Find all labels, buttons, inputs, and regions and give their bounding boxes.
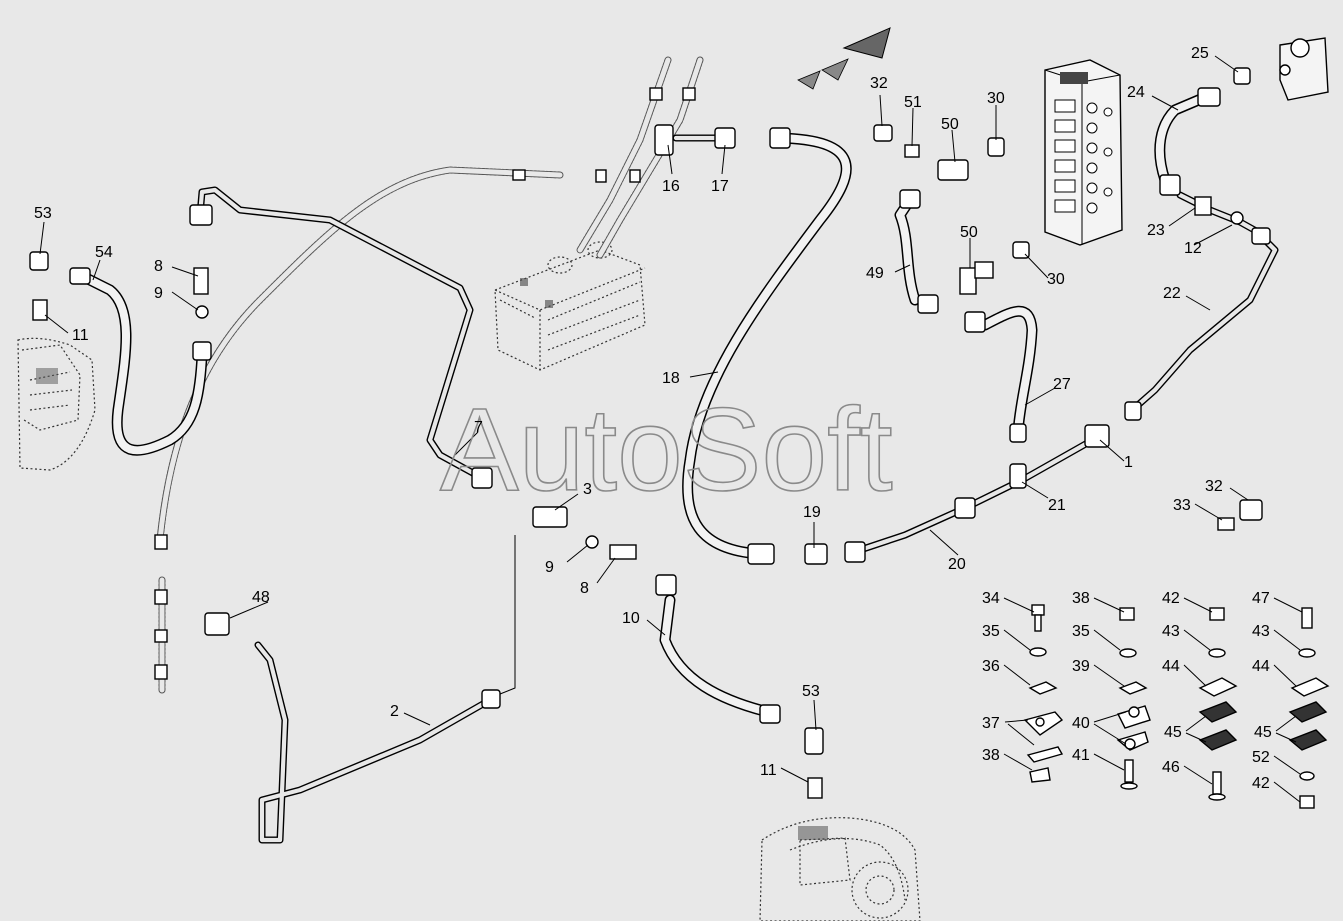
callout-33: 33 xyxy=(1173,497,1191,514)
ghost-hoses xyxy=(154,56,704,694)
callout-9-lower: 9 xyxy=(545,559,554,576)
callout-30: 30 xyxy=(987,90,1005,107)
callout-11-lower: 11 xyxy=(760,762,777,779)
callout-38: 38 xyxy=(982,747,1000,764)
callout-51: 51 xyxy=(904,94,922,111)
callout-24: 24 xyxy=(1127,84,1145,101)
callout-8: 8 xyxy=(154,258,163,275)
flexible-hoses xyxy=(74,90,1214,718)
callout-22: 22 xyxy=(1163,285,1181,302)
callout-3: 3 xyxy=(583,481,592,498)
callout-50: 50 xyxy=(941,116,959,133)
callout-53: 53 xyxy=(34,205,52,222)
callout-8-lower: 8 xyxy=(580,580,589,597)
callout-16: 16 xyxy=(662,178,680,195)
callout-43-second: 43 xyxy=(1252,623,1270,640)
callout-46: 46 xyxy=(1162,759,1180,776)
callout-18: 18 xyxy=(662,370,680,387)
callout-19: 19 xyxy=(803,504,821,521)
callout-49: 49 xyxy=(866,265,884,282)
callout-42: 42 xyxy=(1162,590,1180,607)
callout-12: 12 xyxy=(1184,240,1202,257)
callout-43: 43 xyxy=(1162,623,1180,640)
callout-54: 54 xyxy=(95,244,113,261)
callout-42-second: 42 xyxy=(1252,775,1270,792)
callout-53-lower: 53 xyxy=(802,683,820,700)
bottom-motor-outline xyxy=(759,817,921,921)
leader-lines xyxy=(39,55,1303,803)
watermark-text: AutoSoft xyxy=(440,384,893,516)
kit-2 xyxy=(1116,607,1151,790)
callout-41: 41 xyxy=(1072,747,1090,764)
kit-4 xyxy=(1288,607,1330,809)
callout-48: 48 xyxy=(252,589,270,606)
rigid-pipes xyxy=(196,134,1279,844)
left-motor-outline xyxy=(17,337,96,471)
callout-9: 9 xyxy=(154,285,163,302)
callout-37: 37 xyxy=(982,715,1000,732)
callout-45: 45 xyxy=(1164,724,1182,741)
callout-numbers: 53 54 11 8 9 7 3 9 8 48 2 10 53 11 16 17… xyxy=(34,45,1272,792)
callout-35: 35 xyxy=(982,623,1000,640)
kit-3 xyxy=(1198,607,1238,801)
callout-11: 11 xyxy=(72,327,89,344)
callout-36: 36 xyxy=(982,658,1000,675)
callout-34: 34 xyxy=(982,590,1000,607)
control-valve-block xyxy=(1044,59,1123,246)
kit-1 xyxy=(1023,604,1064,783)
top-right-component xyxy=(1279,37,1329,101)
callout-47: 47 xyxy=(1252,590,1270,607)
callout-40: 40 xyxy=(1072,715,1090,732)
callout-1: 1 xyxy=(1124,454,1133,471)
callout-23: 23 xyxy=(1147,222,1165,239)
fittings xyxy=(29,67,1271,799)
callout-25: 25 xyxy=(1191,45,1209,62)
callout-32: 32 xyxy=(870,75,888,92)
callout-50-lower: 50 xyxy=(960,224,978,241)
callout-38-top: 38 xyxy=(1072,590,1090,607)
callout-27: 27 xyxy=(1053,376,1071,393)
callout-35-second: 35 xyxy=(1072,623,1090,640)
callout-32-right: 32 xyxy=(1205,478,1223,495)
callout-7: 7 xyxy=(474,419,483,436)
callout-39: 39 xyxy=(1072,658,1090,675)
callout-44: 44 xyxy=(1162,658,1180,675)
tank-block-outline xyxy=(494,241,646,371)
direction-arrow xyxy=(797,27,891,90)
callout-45-second: 45 xyxy=(1254,724,1272,741)
callout-17: 17 xyxy=(711,178,729,195)
clamp-hardware xyxy=(1023,604,1330,809)
callout-21: 21 xyxy=(1048,497,1066,514)
callout-44-second: 44 xyxy=(1252,658,1270,675)
callout-2: 2 xyxy=(390,703,399,720)
callout-20: 20 xyxy=(948,556,966,573)
callout-10: 10 xyxy=(622,610,640,627)
callout-30-lower: 30 xyxy=(1047,271,1065,288)
callout-52: 52 xyxy=(1252,749,1270,766)
